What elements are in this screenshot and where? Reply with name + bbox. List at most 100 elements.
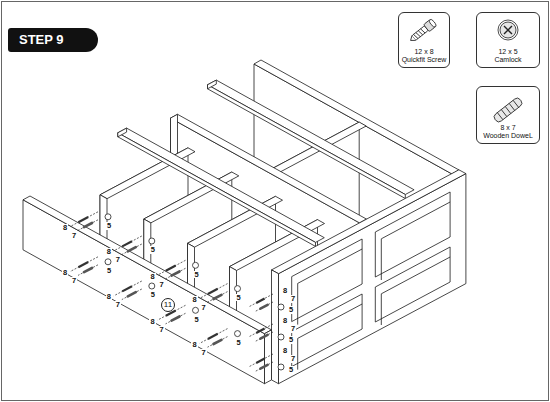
callout-number: 5: [193, 271, 199, 279]
camlock: [193, 262, 199, 268]
callout-number: 5: [235, 339, 241, 347]
quickfit-screw-icon: [413, 28, 425, 39]
front-panel: [23, 196, 272, 334]
quickfit-screw: [256, 298, 264, 302]
leader-line: [122, 244, 142, 255]
hardware-box: 12 x 8Quickfit Screw: [398, 12, 451, 68]
callout-number: 8: [282, 317, 288, 325]
leader-line: [78, 265, 98, 276]
quickfit-screw: [208, 289, 218, 294]
slat: [118, 128, 324, 246]
camlock: [105, 214, 111, 220]
leader-line: [255, 332, 273, 342]
hardware-name: Quickfit Screw: [402, 56, 447, 64]
quickfit-screw: [256, 328, 264, 332]
front-panel: [23, 196, 272, 384]
callout-number: 7: [290, 295, 296, 303]
hardware-name: Wooden DoweL: [483, 132, 533, 140]
leader-line: [114, 236, 142, 251]
wooden-dowel: [172, 271, 180, 275]
front-panel: [265, 330, 272, 384]
wooden-dowel: [84, 223, 92, 227]
leader-line: [122, 289, 142, 300]
leader-line: [166, 268, 186, 279]
end-panel: [375, 247, 450, 322]
callout-number: 8: [62, 224, 68, 232]
callout-number: 7: [200, 304, 206, 312]
callout-number: 7: [115, 256, 121, 264]
leader-line: [158, 260, 186, 275]
divider-panel: [144, 172, 239, 223]
quickfit-screw: [78, 262, 88, 267]
hardware-size: 12 x 5: [498, 48, 517, 56]
slat: [208, 80, 217, 89]
callout-number: 8: [191, 341, 197, 349]
callout-number: 5: [288, 336, 294, 344]
end-panel: [272, 270, 279, 384]
callout-number: 7: [115, 301, 121, 309]
quickfit-screw: [122, 241, 132, 246]
callout-number: 5: [106, 222, 112, 230]
wooden-dowel-icon: [493, 97, 524, 124]
camlock: [149, 283, 155, 289]
callout-number: 8: [106, 293, 112, 301]
quickfit-screw-icon: [408, 18, 437, 44]
leader-line: [200, 284, 228, 299]
callout-number: 8: [282, 287, 288, 295]
callout-number: 7: [71, 232, 77, 240]
leader-line: [255, 302, 273, 312]
callout-number: 7: [290, 355, 296, 363]
quickfit-screw: [166, 265, 176, 270]
end-panel: [381, 202, 450, 280]
quickfit-screw-icon: [409, 36, 416, 43]
callout-number: 5: [193, 316, 199, 324]
wooden-dowel: [128, 292, 136, 296]
callout-number: 5: [106, 267, 112, 275]
hardware: [70, 212, 284, 372]
wooden-dowel: [260, 335, 267, 339]
camlock-icon: [500, 22, 516, 38]
camlock: [278, 364, 284, 370]
hardware-name: Camlock: [494, 56, 521, 64]
wooden-dowel: [214, 340, 222, 344]
hardware-size: 8 x 7: [500, 124, 515, 132]
wooden-dowel-icon: [493, 97, 524, 124]
leader-line: [249, 354, 273, 367]
callout-number: 7: [200, 349, 206, 357]
callout-number: 7: [71, 277, 77, 285]
leader-line: [200, 329, 228, 344]
step-title: STEP 9: [8, 28, 98, 52]
wooden-dowel: [84, 268, 92, 272]
callout-number: 8: [191, 296, 197, 304]
callout-number: 5: [235, 294, 241, 302]
wooden-dowel: [214, 295, 222, 299]
end-panel: [272, 170, 466, 384]
camlock: [149, 238, 155, 244]
wooden-dowel: [260, 365, 267, 369]
callout-number: 5: [150, 246, 156, 254]
camlock: [193, 307, 199, 313]
leader-line: [255, 362, 273, 372]
part-number: 11: [164, 301, 172, 309]
hardware-box: 8 x 7Wooden DoweL: [476, 86, 540, 144]
camlock-icon: [498, 20, 518, 40]
end-panel: [298, 249, 362, 325]
slat: [118, 133, 316, 247]
wooden-dowel: [260, 305, 267, 309]
camlock: [278, 304, 284, 310]
callout-number: 7: [290, 325, 296, 333]
leader-line: [78, 220, 98, 231]
callout-number: 8: [149, 273, 155, 281]
quickfit-screw: [122, 286, 132, 291]
front-panel: [23, 200, 265, 384]
leader-line: [208, 337, 228, 348]
end-panel: [279, 174, 466, 384]
leader-line: [70, 257, 98, 272]
leader-line: [70, 212, 98, 227]
camlock: [278, 334, 284, 340]
quickfit-screw: [208, 334, 218, 339]
callout-number: 7: [158, 281, 164, 289]
